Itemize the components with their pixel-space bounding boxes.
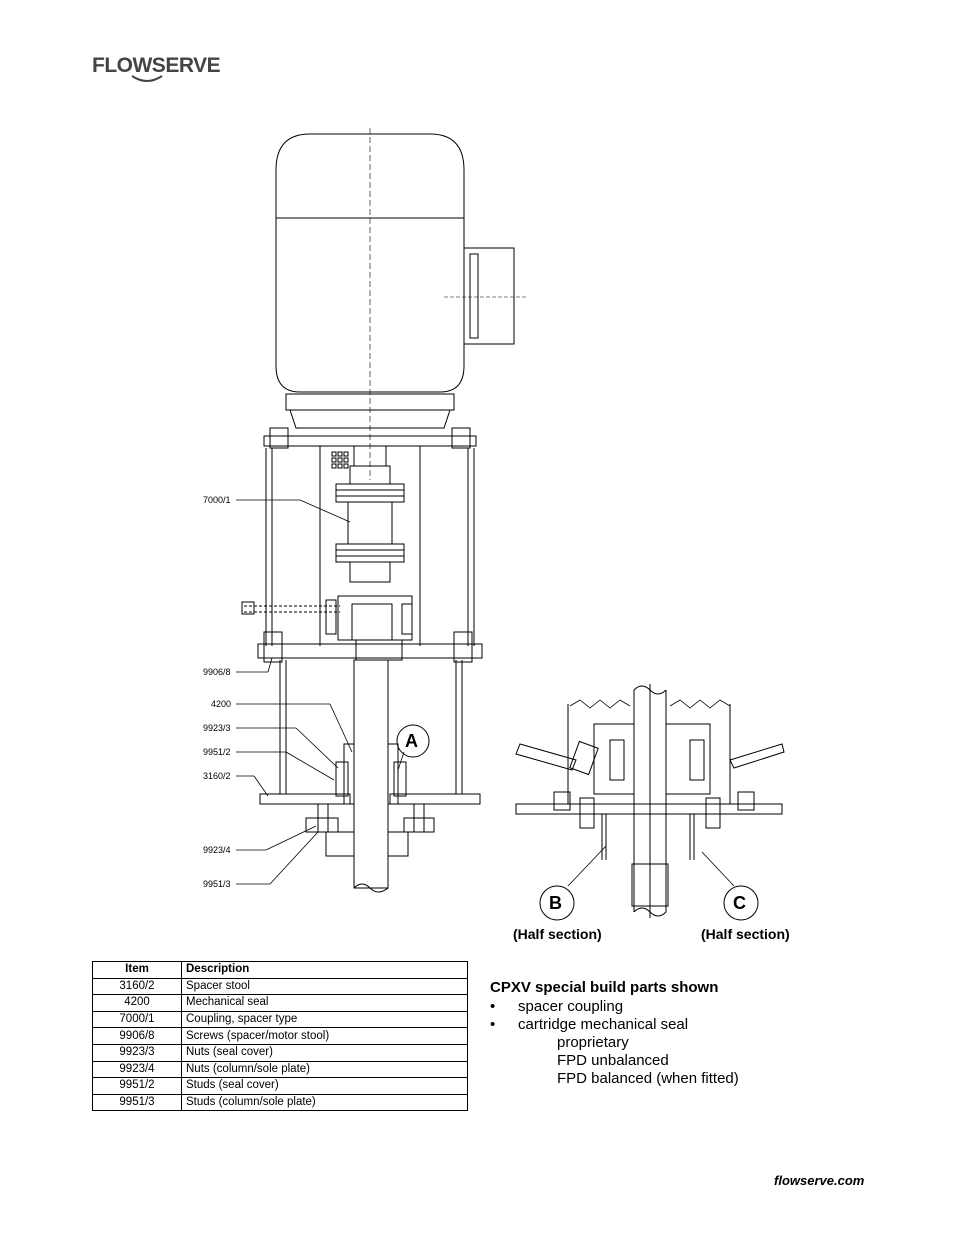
column-header-item: Item xyxy=(92,961,182,979)
callout-leaders xyxy=(236,499,405,885)
bullet-icon: • xyxy=(490,998,496,1015)
item-cell: 9951/3 xyxy=(92,1093,182,1112)
flowserve-logo: FLOWSERVE xyxy=(92,54,221,77)
seal-area xyxy=(241,595,413,661)
build-notes: CPXV special build parts shown • spacer c… xyxy=(490,979,739,1088)
motor-stool xyxy=(257,427,483,663)
callout-9951-3: 9951/3 xyxy=(203,879,231,889)
item-cell: 9951/2 xyxy=(92,1077,182,1095)
logo-swoosh-icon xyxy=(131,75,163,82)
spacer-coupling xyxy=(335,445,405,583)
footer-url[interactable]: flowserve.com xyxy=(774,1173,865,1188)
description-cell: Screws (spacer/motor stool) xyxy=(181,1027,468,1045)
sub-item: FPD balanced (when fitted) xyxy=(557,1070,739,1087)
table-row: 9923/4 Nuts (column/sole plate) xyxy=(92,1060,468,1079)
column-and-sole-plate xyxy=(259,659,481,893)
vent-grid xyxy=(331,451,349,469)
callout-9923-3: 9923/3 xyxy=(203,723,231,733)
table-row: 4200 Mechanical seal xyxy=(92,994,468,1012)
description-cell: Mechanical seal xyxy=(181,994,468,1012)
detail-c-circle xyxy=(723,885,759,921)
description-cell: Nuts (seal cover) xyxy=(181,1043,468,1062)
item-cell: 9906/8 xyxy=(92,1027,182,1045)
item-cell: 7000/1 xyxy=(92,1010,182,1029)
notes-list: • spacer coupling • cartridge mechanical s… xyxy=(490,998,739,1034)
callout-9923-4: 9923/4 xyxy=(203,845,231,855)
detail-a-circle xyxy=(396,724,430,758)
item-cell: 9923/3 xyxy=(92,1043,182,1062)
description-cell: Coupling, spacer type xyxy=(181,1010,468,1029)
table-row: 9923/3 Nuts (seal cover) xyxy=(92,1043,468,1062)
callout-7000-1: 7000/1 xyxy=(203,495,231,505)
bullet-icon: • xyxy=(490,1016,496,1033)
table-row: 9906/8 Screws (spacer/motor stool) xyxy=(92,1027,468,1045)
list-item: • spacer coupling xyxy=(490,998,739,1016)
table-header-row: Item Description xyxy=(92,961,468,979)
description-cell: Nuts (column/sole plate) xyxy=(181,1060,468,1079)
callout-3160-2: 3160/2 xyxy=(203,771,231,781)
list-item-text: spacer coupling xyxy=(518,998,624,1015)
table-row: 3160/2 Spacer stool xyxy=(92,977,468,996)
half-section-label-c: (Half section) xyxy=(701,926,790,942)
detail-b-circle xyxy=(539,885,575,921)
sub-item: proprietary xyxy=(557,1034,629,1051)
list-item: • cartridge mechanical seal xyxy=(490,1016,739,1034)
item-cell: 4200 xyxy=(92,994,182,1012)
table-row: 7000/1 Coupling, spacer type xyxy=(92,1010,468,1029)
description-cell: Studs (seal cover) xyxy=(181,1077,468,1095)
callout-4200: 4200 xyxy=(211,699,232,709)
table-row: 9951/3 Studs (column/sole plate) xyxy=(92,1093,468,1112)
callout-9951-2: 9951/2 xyxy=(203,747,231,757)
item-cell: 9923/4 xyxy=(92,1060,182,1079)
list-item-text: cartridge mechanical seal xyxy=(518,1016,689,1033)
motor-body xyxy=(275,128,526,480)
callout-9906-8: 9906/8 xyxy=(203,667,231,677)
column-header-description: Description xyxy=(181,961,468,979)
detail-marker-c: C xyxy=(733,893,746,913)
half-section-label-b: (Half section) xyxy=(513,926,602,942)
sub-item: FPD unbalanced xyxy=(557,1052,669,1069)
pump-assembly-drawing xyxy=(236,128,785,921)
detail-marker-a: A xyxy=(405,731,418,751)
half-section-detail xyxy=(515,684,785,918)
table-row: 9951/2 Studs (seal cover) xyxy=(92,1077,468,1095)
notes-title: CPXV special build parts shown xyxy=(490,979,719,996)
description-cell: Studs (column/sole plate) xyxy=(181,1093,468,1112)
description-cell: Spacer stool xyxy=(181,977,468,996)
parts-table: Item Description 3160/2 Spacer stool 420… xyxy=(92,961,468,1112)
item-cell: 3160/2 xyxy=(92,977,182,996)
detail-marker-b: B xyxy=(549,893,562,913)
